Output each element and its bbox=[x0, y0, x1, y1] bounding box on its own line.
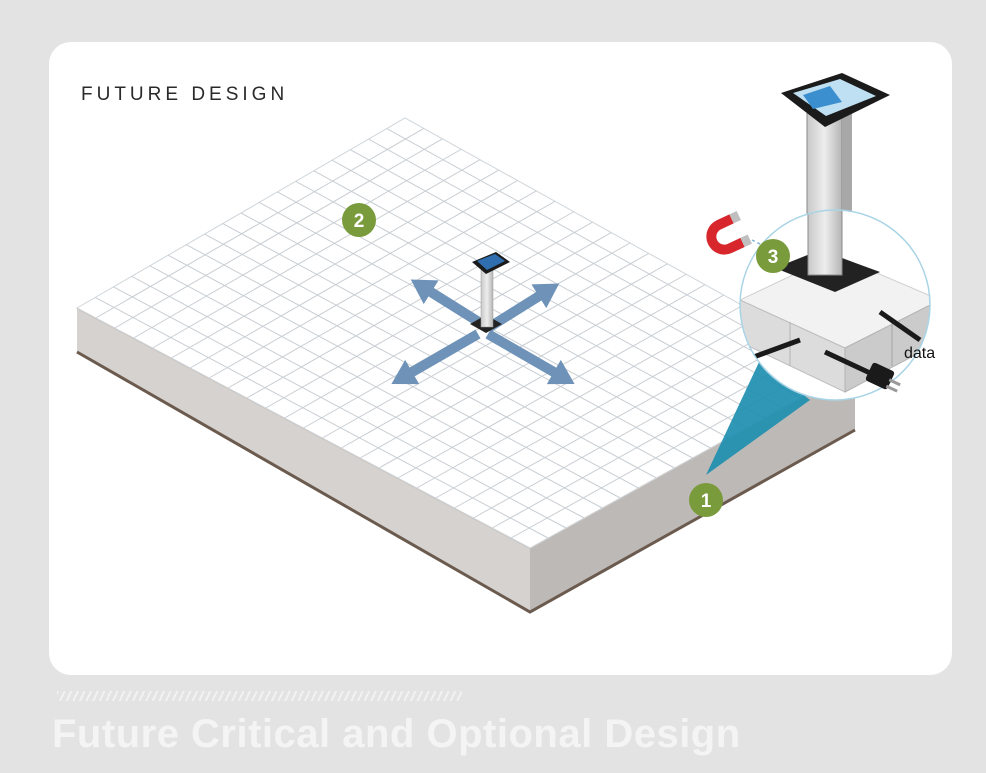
floor-grid bbox=[94, 127, 838, 539]
data-cable-label: data bbox=[904, 345, 935, 362]
floor-front-side bbox=[77, 308, 530, 612]
marker-2-label: 2 bbox=[354, 211, 365, 232]
magnet-icon bbox=[706, 210, 752, 255]
marker-1-label: 1 bbox=[701, 491, 712, 512]
floor-bottom-edge bbox=[76, 350, 856, 614]
callout-cone bbox=[706, 360, 810, 475]
small-kiosk bbox=[470, 252, 510, 333]
floor-slab bbox=[75, 117, 857, 614]
power-plug-icon bbox=[865, 362, 901, 393]
footer-title: Future Critical and Optional Design bbox=[52, 712, 741, 756]
marker-1: 1 bbox=[689, 483, 723, 517]
marker-3: 3 bbox=[756, 239, 790, 273]
marker-3-label: 3 bbox=[768, 247, 779, 268]
decorative-stripes bbox=[57, 691, 462, 701]
card-title: FUTURE DESIGN bbox=[81, 84, 289, 105]
marker-2: 2 bbox=[342, 203, 376, 237]
move-arrows-icon bbox=[391, 279, 575, 385]
